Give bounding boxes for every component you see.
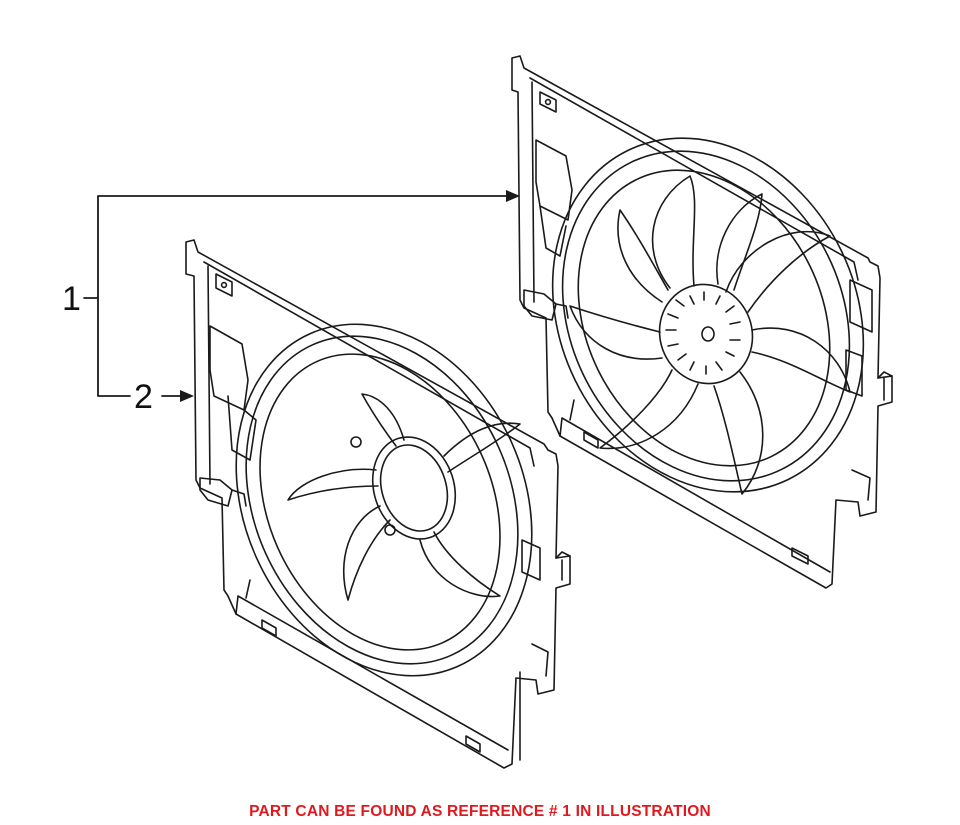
fan-assembly	[511, 55, 893, 589]
reference-caption: PART CAN BE FOUND AS REFERENCE # 1 IN IL…	[249, 803, 711, 820]
fan-motor-hub	[658, 283, 754, 385]
fan-shroud	[185, 239, 571, 769]
leader-line-1	[83, 195, 511, 397]
arrowhead-2	[180, 390, 194, 402]
fan-shroud-frame	[185, 239, 571, 769]
callout-leaders	[83, 195, 511, 397]
shroud-struts	[287, 393, 521, 601]
shroud-motor-ring	[371, 436, 457, 540]
fan-assembly-frame	[511, 55, 893, 589]
fan-blades	[569, 175, 851, 495]
arrowhead-1	[506, 190, 520, 202]
callout-number-1: 1	[62, 280, 81, 318]
callout-number-2: 2	[134, 378, 153, 416]
